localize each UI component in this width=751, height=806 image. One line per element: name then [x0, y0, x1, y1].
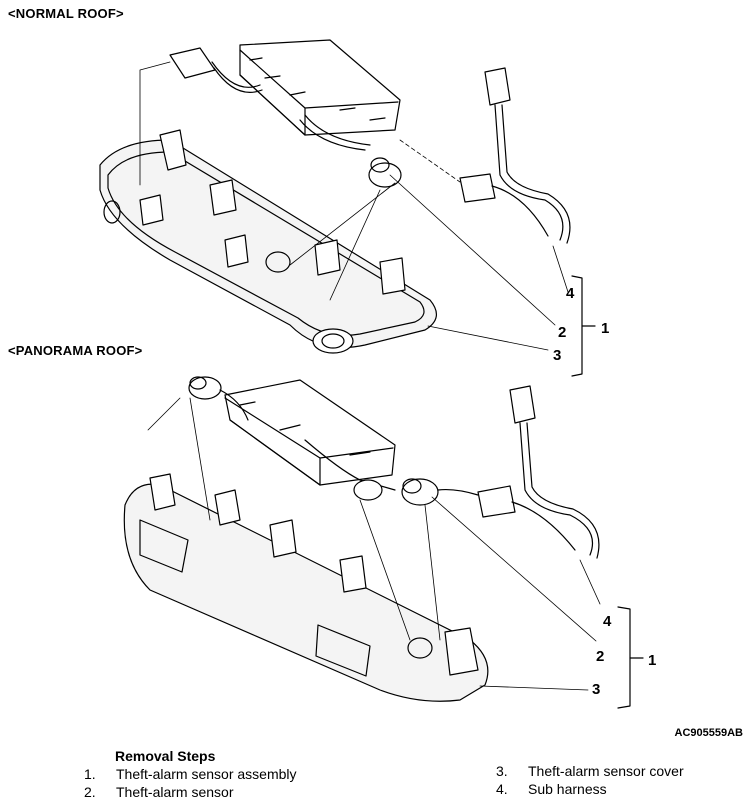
step-number: 3. — [496, 763, 508, 779]
panorama-sub-harness — [477, 385, 600, 559]
normal-callout-1: 1 — [601, 320, 609, 337]
step-number: 4. — [496, 781, 508, 797]
panorama-callout-1: 1 — [648, 652, 656, 669]
step-label: Theft-alarm sensor assembly — [116, 766, 297, 782]
step-label: Theft-alarm sensor — [116, 784, 234, 800]
normal-sensor-assembly — [239, 39, 401, 136]
normal-connector-left — [169, 47, 263, 93]
removal-steps-title: Removal Steps — [115, 748, 216, 764]
step-label: Sub harness — [528, 781, 607, 797]
removal-step-3: 3. Theft-alarm sensor cover — [496, 763, 684, 779]
normal-sub-harness — [459, 67, 571, 244]
removal-step-2: 2. Theft-alarm sensor — [84, 784, 233, 800]
removal-step-4: 4. Sub harness — [496, 781, 607, 797]
panorama-sensor-cover — [123, 473, 489, 702]
normal-sensor-cover — [99, 129, 437, 354]
panorama-roof-illustration — [123, 376, 644, 709]
removal-step-1: 1. Theft-alarm sensor assembly — [84, 766, 297, 782]
exploded-parts-diagram: 4 2 1 3 4 2 1 3 — [99, 39, 656, 709]
panorama-sensor-assembly — [224, 379, 396, 486]
normal-callout-2: 2 — [558, 324, 566, 341]
panorama-connector-left — [188, 376, 249, 421]
step-number: 1. — [84, 766, 96, 782]
normal-roof-title: <NORMAL ROOF> — [8, 6, 124, 21]
step-label: Theft-alarm sensor cover — [528, 763, 684, 779]
panorama-callout-3: 3 — [592, 681, 600, 698]
normal-callout-3: 3 — [553, 347, 561, 364]
panorama-callout-4: 4 — [603, 613, 612, 630]
normal-callout-4: 4 — [566, 285, 575, 302]
panorama-roof-title: <PANORAMA ROOF> — [8, 343, 143, 358]
figure-id: AC905559AB — [674, 727, 743, 739]
normal-theft-alarm-sensor — [265, 114, 402, 273]
panorama-theft-alarm-sensor — [304, 439, 479, 506]
normal-roof-illustration — [99, 39, 596, 377]
panorama-callout-2: 2 — [596, 648, 604, 665]
step-number: 2. — [84, 784, 96, 800]
